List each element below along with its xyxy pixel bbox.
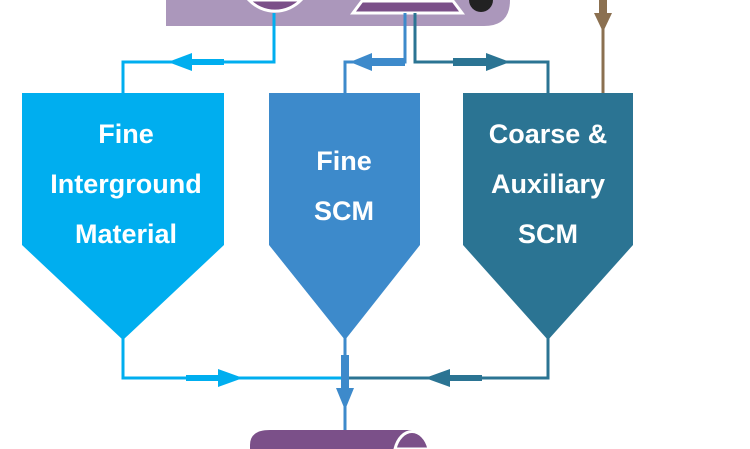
silo-label-line: Interground — [50, 169, 201, 199]
flow-from-coarse-scm — [345, 338, 550, 387]
silo-label-line: Material — [75, 219, 177, 249]
mill-circle — [246, 0, 304, 13]
silo-label-line: Fine — [98, 119, 154, 149]
silo-label-line: Fine — [316, 146, 372, 176]
classifier-triangle — [350, 0, 465, 15]
flow-to-fine-interground — [121, 13, 276, 95]
feed-line — [594, 0, 612, 95]
flow-to-fine-scm — [343, 13, 407, 95]
black-dot — [469, 0, 493, 12]
silo-fine-scm: Fine SCM — [269, 93, 420, 340]
silo-coarse-auxiliary-scm: Coarse & Auxiliary SCM — [463, 93, 633, 340]
flow-from-fine-interground — [121, 338, 345, 387]
silo-label-line: SCM — [314, 196, 374, 226]
flow-to-coarse-scm — [413, 13, 550, 95]
silo-fine-interground-material: Fine Interground Material — [22, 93, 224, 340]
silo-label-line: Auxiliary — [491, 169, 605, 199]
silo-label-line: Coarse & — [489, 119, 608, 149]
finish-mill-cylinder — [250, 430, 431, 449]
flow-to-mill — [336, 338, 354, 432]
silo-label-line: SCM — [518, 219, 578, 249]
